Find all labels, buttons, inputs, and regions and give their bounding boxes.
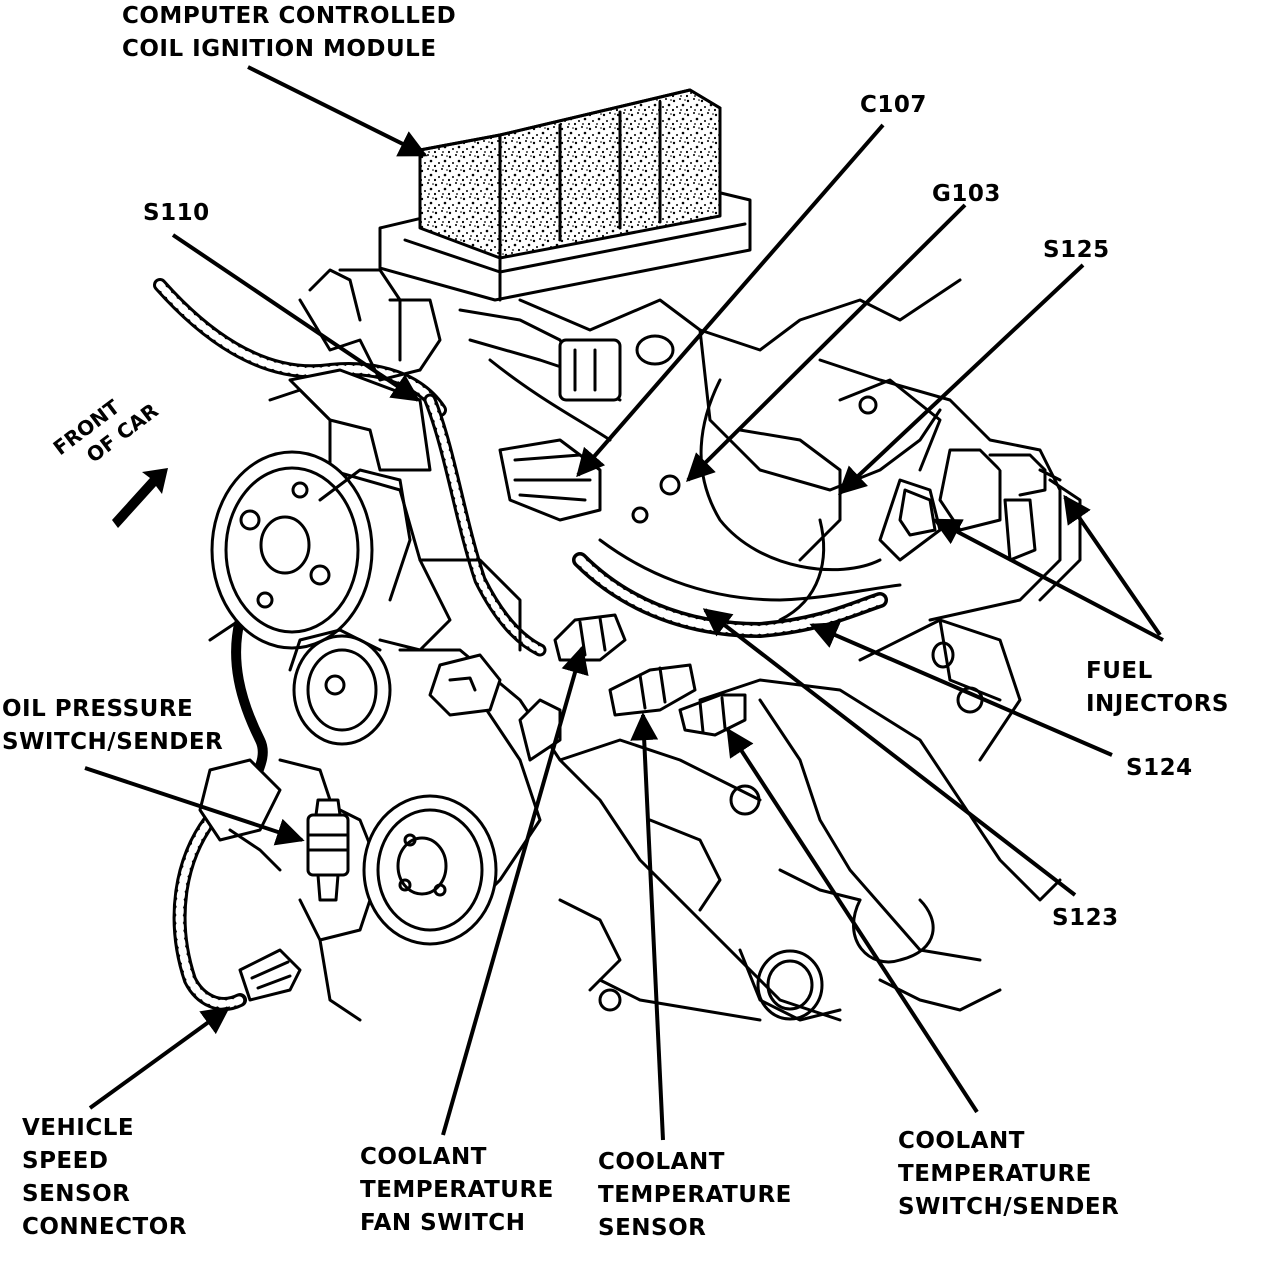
arrow-g103 [686,203,967,482]
arrow-c107 [576,123,885,478]
coolant-sensors-drawing [428,613,747,762]
label-line: COOLANT [898,1128,1025,1154]
label-coolant-temperature-switch-sender: COOLANT TEMPERATURE SWITCH/SENDER [898,1125,1119,1224]
intake-manifold-drawing [518,278,1062,622]
label-computer-controlled-coil-ignition-module: COMPUTER CONTROLLED COIL IGNITION MODULE [122,0,456,66]
arrow-oil-pressure [84,766,305,846]
label-line: TEMPERATURE [360,1177,554,1203]
label-s125: S125 [1043,237,1110,263]
ignition-module-drawing [378,88,752,302]
arrow-s124 [809,622,1113,757]
label-line: SENSOR [22,1181,131,1207]
arrow-s110 [171,233,421,402]
arrow-vss-connector [88,1006,231,1110]
label-line: COOLANT [598,1149,725,1175]
label-line: CONNECTOR [22,1214,187,1240]
power-steering-pulley-drawing [210,450,412,650]
arrow-fuel-injector-2 [1063,494,1162,637]
label-c107: C107 [860,92,927,118]
label-s124: S124 [1126,755,1193,781]
leader-arrows [84,65,1164,1141]
engine-drawing [153,88,1082,1022]
arrow-s123 [702,608,1077,897]
idler-pulley-drawing [288,628,392,746]
label-line: COIL IGNITION MODULE [122,36,437,62]
label-line: COMPUTER CONTROLLED [122,3,457,29]
arrow-fan-switch [441,645,589,1136]
label-line: COOLANT [360,1144,487,1170]
fuel-injectors-drawing [898,453,1062,537]
oil-pressure-sender-drawing [306,798,350,902]
label-line: TEMPERATURE [898,1161,1092,1187]
label-vehicle-speed-sensor-connector: VEHICLE SPEED SENSOR CONNECTOR [22,1112,187,1244]
label-oil-pressure-switch-sender: OIL PRESSURE SWITCH/SENDER [2,693,223,759]
arrow-computer-module [247,65,428,157]
label-line: SENSOR [598,1215,707,1241]
arrow-temp-sensor [630,712,665,1141]
label-coolant-temperature-sensor: COOLANT TEMPERATURE SENSOR [598,1146,792,1245]
label-line: SWITCH/SENDER [898,1194,1120,1220]
label-s110: S110 [143,200,210,226]
label-line: OIL PRESSURE [2,696,194,722]
label-fuel-injectors: FUEL INJECTORS [1086,655,1229,721]
label-line: FUEL [1086,658,1153,684]
label-line: SWITCH/SENDER [2,729,224,755]
arrow-fuel-injector-1 [932,518,1164,642]
label-line: INJECTORS [1086,691,1229,717]
label-line: FAN SWITCH [360,1210,526,1236]
label-line: VEHICLE [22,1115,135,1141]
label-s123: S123 [1052,905,1119,931]
front-of-car-arrow [112,468,168,528]
water-pump-pulley-drawing [362,794,498,946]
label-coolant-temperature-fan-switch: COOLANT TEMPERATURE FAN SWITCH [360,1141,554,1240]
label-g103: G103 [932,181,1001,207]
label-line: SPEED [22,1148,109,1174]
arrow-s125 [837,263,1085,495]
label-line: TEMPERATURE [598,1182,792,1208]
arrow-temp-sender [726,727,979,1114]
